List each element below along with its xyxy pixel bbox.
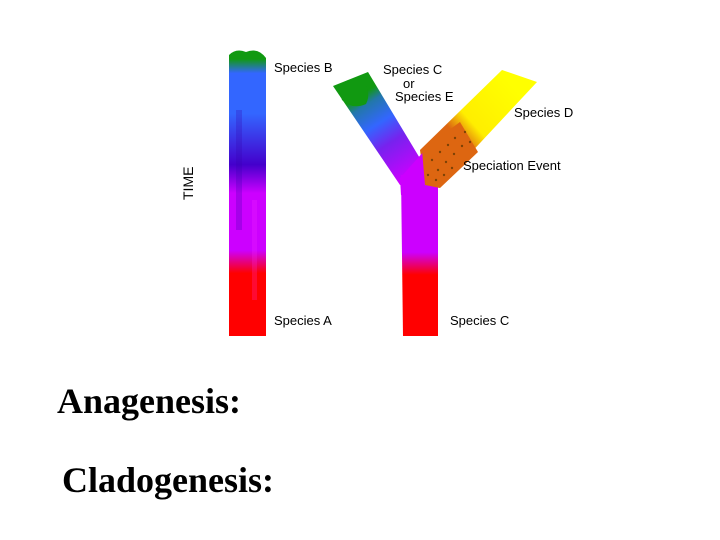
- trunk: [401, 175, 438, 336]
- anagenesis-column: [229, 50, 266, 336]
- label-species-b: Species B: [274, 60, 333, 75]
- label-speciation-event: Speciation Event: [463, 158, 561, 173]
- label-species-c-line1: Species C: [383, 62, 442, 77]
- label-species-d: Species D: [514, 105, 573, 120]
- cladogenesis-heading: Cladogenesis:: [62, 462, 274, 498]
- time-axis-label: TIME: [180, 167, 196, 200]
- cladogenesis-lineage: [333, 70, 537, 336]
- label-species-c-bottom: Species C: [450, 313, 509, 328]
- anagenesis-heading: Anagenesis:: [57, 383, 241, 419]
- green-cap: [338, 79, 368, 106]
- anagenesis-lineage: [229, 50, 266, 336]
- label-species-e: Species E: [395, 89, 454, 104]
- anagenesis-texture: [236, 110, 242, 230]
- label-species-a: Species A: [274, 313, 332, 328]
